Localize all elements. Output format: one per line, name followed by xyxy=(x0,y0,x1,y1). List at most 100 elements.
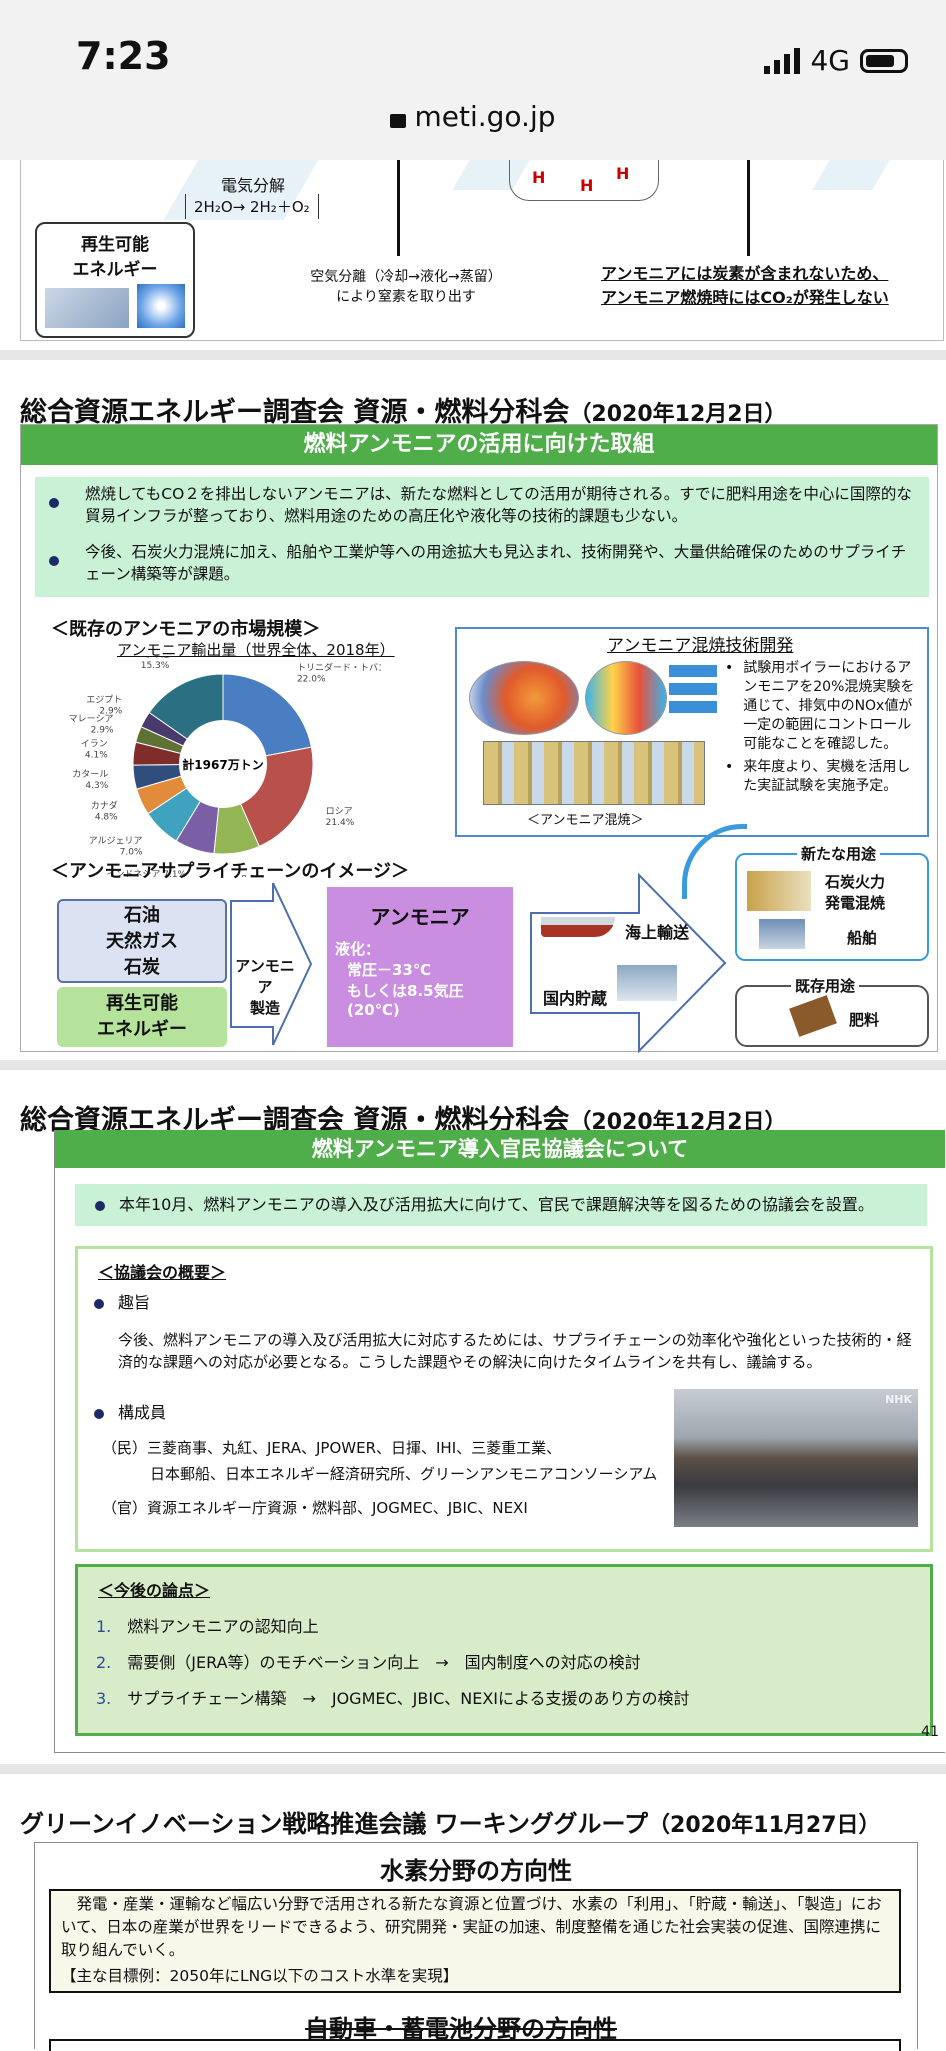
battery-icon xyxy=(860,48,908,73)
status-indicators: 4G xyxy=(764,44,908,77)
liquid-condition-1: 常圧－33℃ xyxy=(347,961,432,979)
production-label: アンモニア 製造 xyxy=(235,957,295,1017)
lock-icon xyxy=(390,114,407,128)
issue-text-3: サプライチェーン構築 → JOGMEC、JBIC、NEXIによる支援のあり方の検… xyxy=(127,1689,690,1708)
sea-transport-label: 海上輸送 xyxy=(625,923,690,942)
slide4-title: グリーンイノベーション戦略推進会議 ワーキンググループ（2020年11月27日） xyxy=(20,1804,881,1839)
legend-chip xyxy=(669,683,717,695)
solar-panel-image xyxy=(45,288,129,328)
tech-bullets: •試験用ボイラーにおけるアンモニアを20%混焼実験を通じて、排気中のNOx値が一… xyxy=(725,659,921,796)
tech-bullet1: 試験用ボイラーにおけるアンモニアを20%混焼実験を通じて、排気中のNOx値が一定… xyxy=(743,660,915,752)
slide2-title: 総合資源エネルギー調査会 資源・燃料分科会（2020年12月2日） xyxy=(20,390,787,429)
air-separation-text: 空気分離（冷却→液化→蒸留） により窒素を取り出す xyxy=(310,269,502,305)
no-carbon-line2: アンモニア燃焼時にはCO₂が発生しない xyxy=(601,288,889,307)
overview-title: ＜協議会の概要＞ xyxy=(98,1263,227,1282)
browser-status-bar xyxy=(0,0,946,160)
issue-item-1: 1.燃料アンモニアの認知向上 xyxy=(96,1617,319,1636)
address-bar[interactable]: meti.go.jp xyxy=(0,100,946,133)
slide-hydrogen: 水素分野の方向性 発電・産業・運輸など幅広い分野で活用される新たな資源と位置づけ… xyxy=(34,1842,918,2051)
tech-caption: ＜アンモニア混焼＞ xyxy=(527,813,644,828)
existing-use-box: 既存用途 肥料 xyxy=(735,975,929,1047)
fertilizer-image xyxy=(789,995,837,1037)
nhk-logo: NHK xyxy=(885,1393,912,1406)
market-subtitle: アンモニア輸出量（世界全体、2018年） xyxy=(117,641,395,659)
fertilizer-label: 肥料 xyxy=(849,1011,880,1029)
sun-image xyxy=(137,284,185,328)
overview-box: ＜協議会の概要＞ 趣旨 今後、燃料アンモニアの導入及び活用拡大に対応するためには… xyxy=(75,1246,933,1552)
tech-bullet2: 来年度より、実機を活用した実証試験を実施予定。 xyxy=(743,759,911,794)
hydrogen-text-box: 発電・産業・運輸など幅広い分野で活用される新たな資源と位置づけ、水素の「利用」、… xyxy=(49,1889,901,1993)
ammonia-label: アンモニア xyxy=(370,905,470,929)
issues-title: ＜今後の論点＞ xyxy=(98,1581,211,1600)
nox-map-image xyxy=(585,661,667,735)
hydrogen-heading: 水素分野の方向性 xyxy=(380,1857,572,1885)
new-use-title: 新たな用途 xyxy=(797,843,881,864)
slide-council: 燃料アンモニア導入官民協議会について 本年10月、燃料アンモニアの導入及び活用拡… xyxy=(54,1130,945,1753)
aim-heading: 趣旨 xyxy=(94,1289,150,1313)
renewable-box: 再生可能 エネルギー xyxy=(35,222,195,338)
network-type: 4G xyxy=(810,44,850,77)
url-text: meti.go.jp xyxy=(414,100,556,133)
electrolysis-formula: 2H₂O→ 2H₂＋O₂ xyxy=(185,194,319,219)
hydrogen-text: 発電・産業・運輸など幅広い分野で活用される新たな資源と位置づけ、水素の「利用」、… xyxy=(61,1895,882,1959)
plant-diagram xyxy=(483,741,705,805)
legend-chip xyxy=(669,665,717,677)
boiler-diagram xyxy=(467,657,717,807)
liquid-label: 液化： xyxy=(335,940,381,958)
slide2-bullets: 燃焼してもCO２を排出しないアンモニアは、新たな燃料としての活用が期待される。す… xyxy=(35,477,929,597)
h-atom: H xyxy=(532,168,546,187)
aim-label: 趣旨 xyxy=(118,1293,151,1312)
ship-image xyxy=(759,919,805,949)
coal-plant-image xyxy=(747,871,811,911)
hydrogen-goal: 【主な目標例：2050年にLNG以下のコスト水準を実現】 xyxy=(61,1967,459,1985)
aim-text: 今後、燃料アンモニアの導入及び活用拡大に対応するためには、サプライチェーンの効率… xyxy=(118,1331,912,1371)
production-arrow xyxy=(230,882,313,1046)
coal-use-label: 石炭火力 発電混焼 xyxy=(825,873,886,912)
market-title: ＜既存のアンモニアの市場規模＞ xyxy=(51,619,321,640)
page-number: 41 xyxy=(921,1724,939,1740)
issue-text-1: 燃料アンモニアの認知向上 xyxy=(127,1617,319,1636)
private-members-1: （民）三菱商事、丸紅、JERA、JPOWER、日揮、IHI、三菱重工業、 xyxy=(102,1439,562,1457)
pie-label: 8.2% xyxy=(241,875,264,877)
issues-box: ＜今後の論点＞ 1.燃料アンモニアの認知向上 2.需要側（JERA等）のモチベー… xyxy=(75,1564,933,1736)
arrow-line xyxy=(397,160,400,256)
slide2-header: 燃料アンモニアの活用に向けた取組 xyxy=(21,425,937,465)
bullet-dot xyxy=(49,491,73,513)
issue-item-2: 2.需要側（JERA等）のモチベーション向上 → 国内制度への対応の検討 xyxy=(96,1653,641,1672)
slide3-bullet: 本年10月、燃料アンモニアの導入及び活用拡大に向けて、官民で課題解決等を図るため… xyxy=(119,1195,874,1214)
pie-chart: 計1967万トン トリニダード・トバゴ22.0%ロシア21.4%8.2%インドネ… xyxy=(69,657,381,877)
renewable-label: 再生可能 エネルギー xyxy=(72,235,158,280)
slide2-bullet2: 今後、石炭火力混焼に加え、船舶や工業炉等への用途拡大も見込まれ、技術開発や、大量… xyxy=(85,543,907,583)
renewable-supply-box: 再生可能 エネルギー xyxy=(57,987,227,1047)
slide-ammonia-usage: 燃料アンモニアの活用に向けた取組 燃焼してもCO２を排出しないアンモニアは、新た… xyxy=(20,424,938,1053)
slide-electrolysis: 電気分解 2H₂O→ 2H₂＋O₂ H H H 再生可能 エネルギー 空気分離（… xyxy=(20,160,944,341)
next-heading: 自動車・蓄電池分野の方向性 xyxy=(305,2015,617,2043)
private-members-2: 日本郵船、日本エネルギー経済研究所、グリーンアンモニアコンソーシアム xyxy=(150,1465,658,1483)
pie-hole xyxy=(179,720,267,808)
issue-item-3: 3.サプライチェーン構築 → JOGMEC、JBIC、NEXIによる支援のあり方… xyxy=(96,1689,690,1708)
liquid-condition-2: もしくは8.5気圧(20℃) xyxy=(347,982,464,1019)
bullet-dot xyxy=(49,549,73,571)
slide4-date: （2020年11月27日） xyxy=(648,1813,881,1838)
decor-shape xyxy=(812,160,890,190)
slide2-date: （2020年12月2日） xyxy=(569,402,787,427)
slide-divider xyxy=(0,350,946,360)
tech-title: アンモニア混焼技術開発 xyxy=(607,631,794,656)
slide2-title-text: 総合資源エネルギー調査会 資源・燃料分科会 xyxy=(20,397,570,428)
pie-label: インドネシア 7.1% xyxy=(106,869,186,877)
issue-text-2: 需要側（JERA等）のモチベーション向上 → 国内制度への対応の検討 xyxy=(127,1653,641,1672)
slide-divider xyxy=(0,1764,946,1774)
meeting-photo: NHK xyxy=(674,1389,918,1527)
tech-box: アンモニア混焼技術開発 ＜アンモニア混焼＞ •試験用ボイラーにおけるアンモニアを… xyxy=(455,627,929,837)
pie-label: その他15.3% xyxy=(141,657,170,671)
transport-arrow xyxy=(530,873,727,1053)
arrow-line xyxy=(747,160,750,256)
storage-image xyxy=(617,965,677,1001)
